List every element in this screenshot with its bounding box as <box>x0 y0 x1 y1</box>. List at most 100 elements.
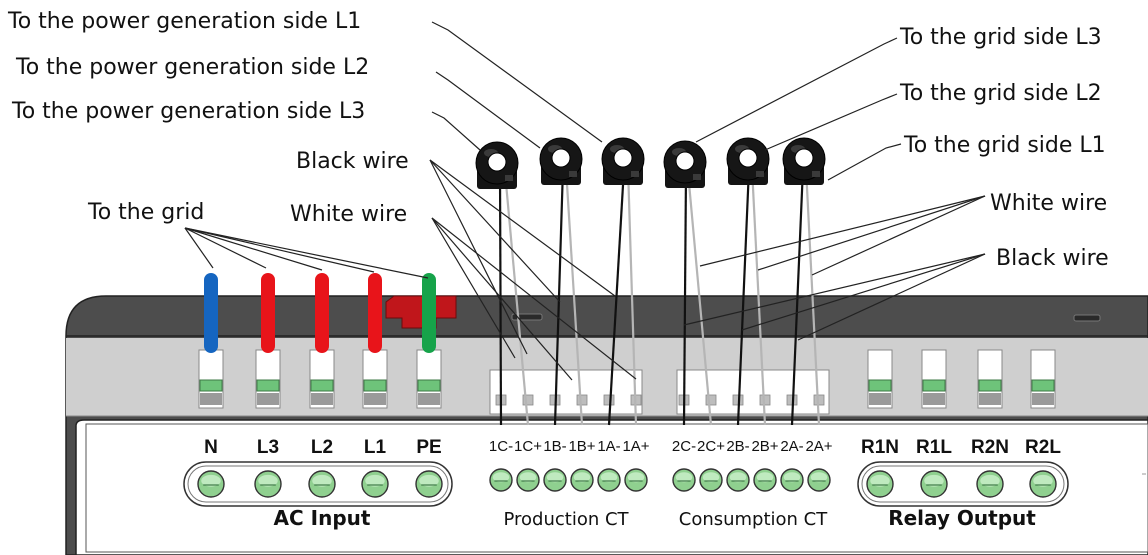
relay-terminal-block <box>1030 349 1056 409</box>
terminal-block-base <box>979 393 1001 405</box>
consumption-ct-screw <box>672 468 696 492</box>
terminal-block-base <box>1032 393 1054 405</box>
terminal-block-base <box>418 393 440 405</box>
leader-power-l2 <box>435 71 541 149</box>
ct-hole <box>487 152 507 172</box>
ac-input-screw <box>197 470 225 498</box>
production-ct-labels: 1C- 1C+ 1B- 1B+ 1A- 1A+ <box>489 438 650 455</box>
screw-highlight <box>419 474 439 487</box>
screw-highlight <box>980 474 1000 487</box>
leader-white-wire-left-b <box>431 217 573 381</box>
ac-input-screw <box>254 470 282 498</box>
terminal-screws <box>197 468 1057 498</box>
callout-grid-side-l1: To the grid side L1 <box>903 133 1106 158</box>
terminal-label-r1l: R1L <box>916 437 952 458</box>
screw-highlight <box>312 474 332 487</box>
relay-output-screw <box>976 470 1004 498</box>
production-ct-screw <box>624 468 648 492</box>
production-ct-screw <box>570 468 594 492</box>
ct-clip <box>569 171 577 177</box>
terminal-release-green <box>256 379 280 392</box>
consumption-ct-label: Consumption CT <box>679 509 829 530</box>
leader-black-wire-left-c <box>429 159 528 355</box>
consumption-ct-screw <box>780 468 804 492</box>
ac-input-screw <box>361 470 389 498</box>
screw-highlight <box>675 472 693 483</box>
ac-input-terminal-blocks <box>198 349 442 409</box>
relay-output-terminal-blocks <box>867 349 1056 409</box>
screw-highlight <box>201 474 221 487</box>
leader-black-wire-left-a <box>429 159 616 297</box>
terminal-label-2c-plus: 2C+ <box>697 438 725 455</box>
terminal-release-green <box>310 379 334 392</box>
consumption-ct-screw <box>699 468 723 492</box>
relay-output-label: Relay Output <box>888 506 1036 530</box>
current-transformers <box>475 137 826 189</box>
screw-highlight <box>870 474 890 487</box>
screw-highlight <box>1033 474 1053 487</box>
ct-hole <box>675 151 695 171</box>
callout-grid-side-l2: To the grid side L2 <box>899 81 1102 106</box>
terminal-block-base <box>869 393 891 405</box>
leader-black-wire-right-c <box>797 253 986 341</box>
production-ct-label: Production CT <box>503 509 629 530</box>
leader-white-wire-right-c <box>811 195 986 276</box>
callout-power-generation-l2: To the power generation side L2 <box>15 55 369 80</box>
current-transformer-icon <box>782 137 826 185</box>
terminal-label-l1: L1 <box>364 437 387 458</box>
screw-highlight <box>702 472 720 483</box>
white-wire-2a-plus <box>804 167 821 426</box>
relay-terminal-block <box>977 349 1003 409</box>
current-transformer-icon <box>601 137 645 185</box>
terminal-label-2c-minus: 2C- <box>672 438 696 455</box>
terminal-label-2a-plus: 2A+ <box>805 438 832 455</box>
terminal-block-base <box>200 393 222 405</box>
screw-highlight <box>519 472 537 483</box>
leader-grid-4 <box>184 227 375 273</box>
leader-grid-3 <box>184 227 323 271</box>
callout-black-wire-right: Black wire <box>996 246 1109 271</box>
current-transformer-icon <box>539 137 583 185</box>
leader-black-wire-right-b <box>741 253 986 331</box>
ct-clip <box>812 171 820 177</box>
ac-terminal-block <box>362 349 388 409</box>
leader-lines <box>184 21 986 381</box>
leader-power-l3 <box>431 111 481 151</box>
white-wire-1b-plus <box>564 167 584 426</box>
terminal-label-r1n: R1N <box>861 437 899 458</box>
current-transformer-icon <box>663 140 707 188</box>
ac-terminal-block <box>309 349 335 409</box>
relay-terminal-block <box>921 349 947 409</box>
callout-to-the-grid: To the grid <box>87 200 204 225</box>
screw-highlight <box>783 472 801 483</box>
callout-black-wire-left: Black wire <box>296 149 409 174</box>
ct-wires <box>498 167 821 426</box>
terminal-release-green <box>199 379 223 392</box>
terminal-label-1a-plus: 1A+ <box>622 438 649 455</box>
callout-white-wire-left: White wire <box>290 202 407 227</box>
black-wire-1a-minus <box>607 167 626 426</box>
relay-output-screw <box>1029 470 1057 498</box>
callout-white-wire-right: White wire <box>990 191 1107 216</box>
terminal-label-1c-plus: 1C+ <box>514 438 542 455</box>
terminal-release-green <box>417 379 441 392</box>
screw-highlight <box>756 472 774 483</box>
relay-output-screw <box>866 470 894 498</box>
terminal-label-r2l: R2L <box>1025 437 1061 458</box>
terminal-label-n: N <box>204 437 218 458</box>
ct-clip <box>693 174 701 180</box>
ct-hole <box>551 148 571 168</box>
leader-white-wire-right-a <box>699 195 986 267</box>
relay-terminal-block <box>867 349 893 409</box>
current-transformer-icon <box>475 141 519 189</box>
consumption-ct-labels: 2C- 2C+ 2B- 2B+ 2A- 2A+ <box>672 438 833 455</box>
leader-white-wire-left-a <box>431 217 516 359</box>
leader-black-wire-left-b <box>429 159 561 303</box>
callout-power-generation-l1: To the power generation side L1 <box>7 9 361 34</box>
ac-terminal-block <box>198 349 224 409</box>
black-wire-2c-minus <box>682 171 688 426</box>
terminal-block-base <box>923 393 945 405</box>
terminal-label-r2n: R2N <box>971 437 1009 458</box>
terminal-label-1b-plus: 1B+ <box>568 438 595 455</box>
